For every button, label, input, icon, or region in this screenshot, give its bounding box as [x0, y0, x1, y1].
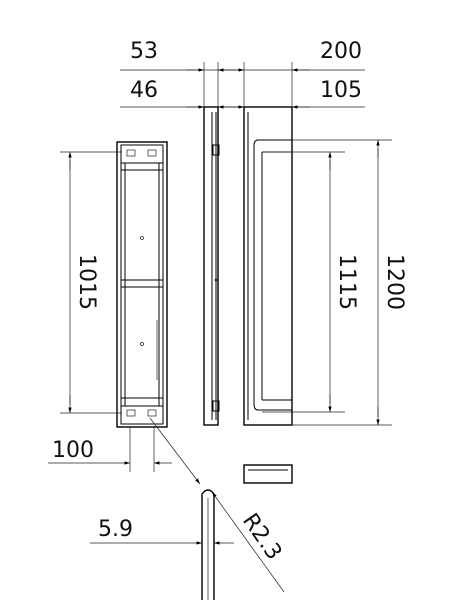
detail-view [90, 489, 285, 600]
top-dimensions [120, 62, 365, 120]
dim-1115: 1115 [334, 254, 359, 310]
dim-1015: 1015 [74, 254, 99, 310]
dim-53: 53 [130, 39, 158, 64]
side-view [203, 106, 220, 426]
dim-1200: 1200 [382, 254, 407, 310]
handle-view [243, 106, 293, 426]
left-height-dimension [60, 151, 122, 414]
dim-100: 100 [52, 438, 94, 463]
dim-200: 200 [320, 39, 362, 64]
detail-leader [149, 417, 201, 485]
plan-piece [243, 464, 293, 484]
dim-46: 46 [130, 78, 158, 103]
dim-5-9: 5.9 [98, 517, 133, 542]
front-view [116, 141, 168, 428]
bottom-width-dimension [48, 426, 172, 472]
dim-105: 105 [320, 78, 362, 103]
right-height-dimensions [262, 139, 392, 426]
